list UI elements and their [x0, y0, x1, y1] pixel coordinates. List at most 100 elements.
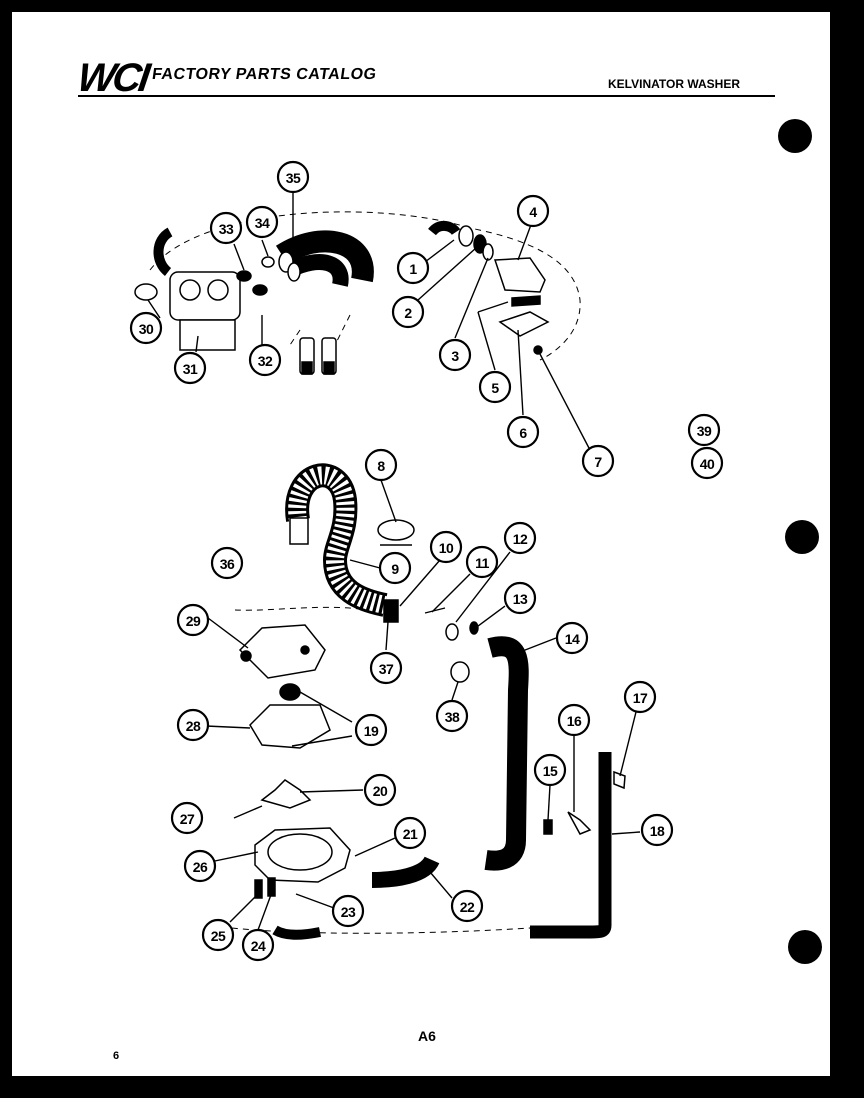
- callout-number: 6: [519, 425, 527, 441]
- callout-number: 18: [650, 823, 665, 839]
- callout-number: 13: [513, 591, 528, 607]
- callout-circle: [581, 444, 615, 478]
- callout-17: 17: [623, 680, 657, 714]
- callout-18: 18: [640, 813, 674, 847]
- callout-11: 11: [465, 545, 499, 579]
- callout-circle: [465, 545, 499, 579]
- callout-number: 24: [251, 938, 266, 954]
- catalog-sheet: [12, 12, 830, 1076]
- callout-circle: [276, 160, 310, 194]
- callout-number: 21: [403, 826, 418, 842]
- callout-number: 5: [491, 380, 499, 396]
- callout-circle: [331, 894, 365, 928]
- callout-12: 12: [503, 521, 537, 555]
- callout-4: 4: [516, 194, 550, 228]
- page-label: A6: [418, 1028, 436, 1044]
- callout-circle: [516, 194, 550, 228]
- callout-27: 27: [170, 801, 204, 835]
- lower-assembly: [231, 463, 626, 940]
- callout-circle: [687, 413, 721, 447]
- callout-number: 29: [186, 613, 201, 629]
- callout-circle: [176, 708, 210, 742]
- callout-25: 25: [201, 918, 235, 952]
- callout-35: 35: [276, 160, 310, 194]
- callout-7: 7: [581, 444, 615, 478]
- callout-circle: [363, 773, 397, 807]
- callout-circle: [393, 816, 427, 850]
- binder-hole-middle: [785, 520, 819, 554]
- callout-circle: [210, 546, 244, 580]
- callout-34: 34: [245, 205, 279, 239]
- sheet-number: 6: [113, 1050, 120, 1062]
- callout-number: 35: [286, 170, 301, 186]
- callout-circle: [248, 343, 282, 377]
- callout-37: 37: [369, 651, 403, 685]
- callout-circle: [640, 813, 674, 847]
- callout-33: 33: [209, 211, 243, 245]
- callout-number: 40: [700, 456, 715, 472]
- callout-circle: [369, 651, 403, 685]
- callout-circle: [354, 713, 388, 747]
- callout-circle: [435, 699, 469, 733]
- callout-number: 36: [220, 556, 235, 572]
- callout-circle: [241, 928, 275, 962]
- callout-13: 13: [503, 581, 537, 615]
- callout-10: 10: [429, 530, 463, 564]
- callout-26: 26: [183, 849, 217, 883]
- callout-number: 37: [379, 661, 394, 677]
- callout-3: 3: [438, 338, 472, 372]
- callout-23: 23: [331, 894, 365, 928]
- callout-number: 4: [529, 204, 537, 220]
- callout-circle: [438, 338, 472, 372]
- callout-number: 38: [445, 709, 460, 725]
- callout-number: 17: [633, 690, 648, 706]
- callout-30: 30: [129, 311, 163, 345]
- callout-number: 2: [404, 305, 412, 321]
- callout-circle: [555, 621, 589, 655]
- callout-number: 12: [513, 531, 528, 547]
- callout-number: 30: [139, 321, 154, 337]
- callout-number: 1: [409, 261, 417, 277]
- callout-circle: [506, 415, 540, 449]
- callout-circle: [503, 521, 537, 555]
- callout-40: 40: [690, 446, 724, 480]
- callout-24: 24: [241, 928, 275, 962]
- callout-circle: [623, 680, 657, 714]
- callout-22: 22: [450, 889, 484, 923]
- callout-number: 27: [180, 811, 195, 827]
- callout-number: 10: [439, 540, 454, 556]
- callout-group: 1234567891011121314151617181920212223242…: [129, 160, 724, 962]
- upper-assembly: [134, 211, 581, 375]
- callout-number: 11: [475, 555, 490, 571]
- callout-38: 38: [435, 699, 469, 733]
- callout-number: 22: [460, 899, 475, 915]
- callout-5: 5: [478, 370, 512, 404]
- callout-circle: [173, 351, 207, 385]
- callout-circle: [450, 889, 484, 923]
- callout-19: 19: [354, 713, 388, 747]
- callout-number: 14: [565, 631, 580, 647]
- callout-number: 19: [364, 723, 379, 739]
- callout-circle: [690, 446, 724, 480]
- callout-20: 20: [363, 773, 397, 807]
- callout-number: 32: [258, 353, 273, 369]
- callout-number: 20: [373, 783, 388, 799]
- callout-36: 36: [210, 546, 244, 580]
- callout-circle: [183, 849, 217, 883]
- callout-2: 2: [391, 295, 425, 329]
- callout-circle: [176, 603, 210, 637]
- callout-number: 23: [341, 904, 356, 920]
- callout-6: 6: [506, 415, 540, 449]
- model-title: KELVINATOR WASHER: [608, 77, 741, 91]
- callout-28: 28: [176, 708, 210, 742]
- callout-circle: [201, 918, 235, 952]
- callout-circle: [378, 551, 412, 585]
- callout-circle: [364, 448, 398, 482]
- callout-circle: [503, 581, 537, 615]
- callout-39: 39: [687, 413, 721, 447]
- callout-14: 14: [555, 621, 589, 655]
- callout-16: 16: [557, 703, 591, 737]
- callout-number: 39: [697, 423, 712, 439]
